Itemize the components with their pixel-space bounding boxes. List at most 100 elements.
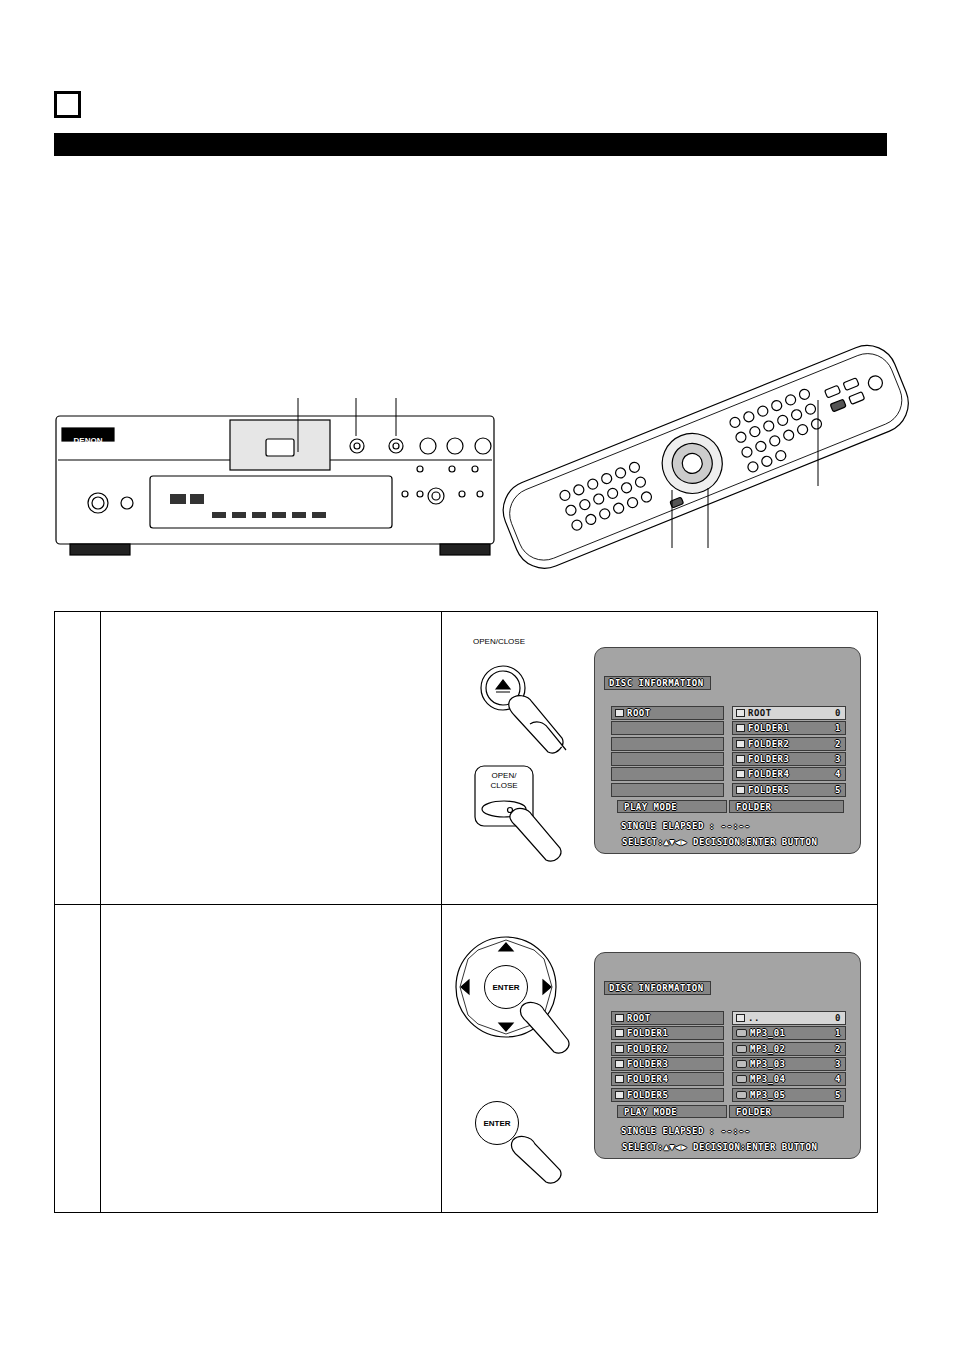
osd-list-item: MP3_05 5	[732, 1088, 846, 1102]
leader-line-part	[672, 490, 673, 548]
dvd-player-part	[56, 416, 494, 544]
dvd-player-part	[252, 512, 266, 518]
remote-control-part-part-part	[804, 403, 817, 416]
osd-empty-slot	[611, 783, 724, 797]
label-slot: DENON	[64, 429, 112, 447]
folder-icon	[615, 1014, 624, 1022]
osd-item-name: FOLDER5	[748, 785, 789, 795]
osd-list-item: ROOT	[611, 1011, 724, 1025]
remote-control-part-part-part	[584, 513, 597, 526]
section-heading	[54, 93, 887, 157]
folder-icon	[736, 709, 745, 717]
button-name: OPEN/CLOSE	[473, 637, 525, 646]
osd-item-name: FOLDER1	[748, 723, 789, 733]
osd-item-name: MP3_02	[750, 1044, 786, 1054]
mp3-icon	[736, 1091, 747, 1099]
osd-item-number: 4	[831, 1074, 841, 1084]
dvd-player-part	[402, 491, 408, 497]
osd-tab: DISC INFORMATION	[604, 981, 711, 995]
osd-list-item: MP3_033	[732, 1057, 846, 1071]
osd-empty-slot	[611, 767, 724, 781]
osd-list-item: FOLDER33	[732, 752, 846, 766]
remote-control-part-part	[557, 361, 897, 546]
section-heading-part	[56, 93, 80, 117]
remote-control-part-part-part	[770, 399, 783, 412]
mp3-icon	[736, 1060, 747, 1068]
dvd-player-part	[449, 466, 455, 472]
mp3-icon	[736, 1045, 747, 1053]
osd-item-number: 1	[831, 1028, 841, 1038]
folder-icon	[736, 786, 745, 794]
osd-text-slot: SELECT:▲▼◀▶ DECISION:ENTER BUTTON	[622, 831, 817, 849]
button-label: ENTER	[492, 983, 519, 992]
dvd-player-part	[417, 466, 423, 472]
osd-status-text: : --:--	[709, 1126, 750, 1136]
cursor-pad-illustration-part	[499, 943, 513, 951]
leader-line	[298, 398, 396, 452]
osd-status-text: SELECT:▲▼◀▶ DECISION:ENTER BUTTON	[622, 837, 817, 847]
cursor-pad-illustration-part	[461, 980, 469, 994]
osd-list-item: FOLDER44	[732, 767, 846, 781]
folder-icon	[615, 1045, 624, 1053]
remote-control-part-part-part	[606, 487, 619, 500]
osd-text-slot: SINGLE ELAPSED	[621, 1120, 704, 1138]
osd-list-item: FOLDER22	[732, 737, 846, 751]
osd-field: PLAY MODE	[617, 800, 727, 813]
remote-control-part	[494, 336, 917, 577]
dvd-player-part	[88, 493, 108, 513]
osd-item-name: MP3_05	[750, 1090, 786, 1100]
dvd-player-part	[92, 497, 104, 509]
dvd-player-part	[212, 512, 226, 518]
dvd-player-part	[292, 512, 306, 518]
osd-item-name: ROOT	[627, 1013, 651, 1023]
osd-text-slot: SINGLE ELAPSED	[621, 815, 704, 833]
osd-item-number: 3	[831, 1059, 841, 1069]
osd-status-text: : --:--	[709, 821, 750, 831]
remote-control-part-part-part	[564, 504, 577, 517]
remote-control-part-part	[666, 437, 718, 489]
dvd-player-part	[389, 439, 403, 453]
osd-list-item: FOLDER5	[611, 1088, 724, 1102]
dvd-player-part	[428, 488, 444, 504]
folder-icon	[736, 724, 745, 732]
osd-item-number: 0	[831, 708, 841, 718]
leader-line-part	[298, 398, 299, 452]
remote-control-part-part-part	[782, 429, 795, 442]
osd-list-item: ..0	[732, 1011, 846, 1025]
cursor-pad-illustration-part	[543, 980, 551, 994]
mp3-icon	[736, 1029, 747, 1037]
brand-logo: DENON	[74, 436, 103, 445]
remote-control-part-part-part	[810, 417, 823, 430]
remote-control-part-part-part	[849, 392, 865, 405]
enter-button: ENTER	[484, 965, 528, 1009]
osd-item-name: FOLDER3	[748, 754, 789, 764]
dvd-player-part	[459, 491, 465, 497]
dvd-player-part	[475, 438, 491, 454]
osd-item-number: 5	[831, 1090, 841, 1100]
remote-control-part-part	[494, 336, 917, 577]
cursor-pad-illustration	[456, 937, 569, 1053]
remote-control-part-part-part	[634, 476, 647, 489]
eject-button-illustration	[481, 666, 566, 753]
folder-icon	[736, 740, 745, 748]
step-table-part	[441, 612, 442, 1213]
osd-list-item: FOLDER11	[732, 721, 846, 735]
osd-list-item: FOLDER3	[611, 1057, 724, 1071]
osd-status-text: SINGLE ELAPSED	[621, 821, 704, 831]
enter-button: ENTER	[475, 1101, 519, 1145]
osd-item-number: 0	[831, 1013, 841, 1023]
osd-item-number: 2	[831, 739, 841, 749]
osd-item-number: 4	[831, 769, 841, 779]
osd-field: FOLDER	[729, 1105, 844, 1118]
osd-item-name: ROOT	[627, 708, 651, 718]
osd-list-item: MP3_01 1	[732, 1026, 846, 1040]
osd-field: FOLDER	[729, 800, 844, 813]
dvd-player-part	[440, 544, 490, 555]
dvd-player-part	[432, 492, 440, 500]
folder-icon	[736, 1014, 745, 1022]
osd-list-item: ROOT	[611, 706, 724, 720]
osd-text-slot: : --:--	[709, 815, 750, 833]
remote-control-part-part-part	[798, 388, 811, 401]
osd-item-name: MP3_01	[750, 1028, 786, 1038]
